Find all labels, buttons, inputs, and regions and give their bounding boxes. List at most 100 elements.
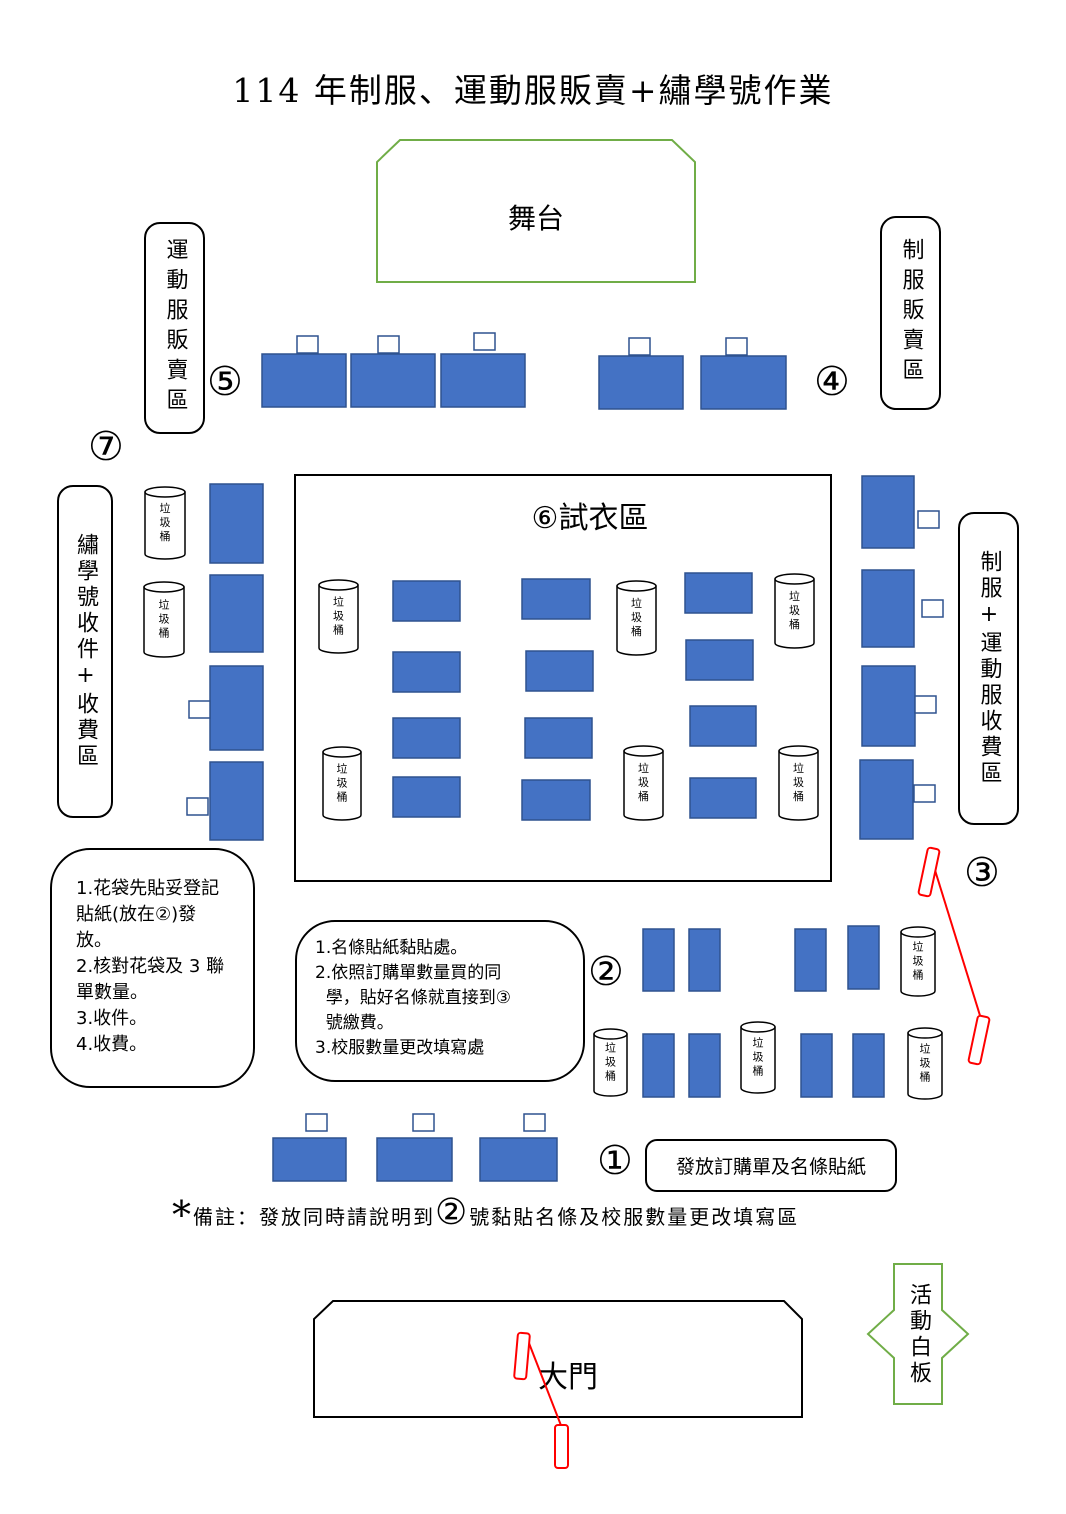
table (800, 1033, 833, 1098)
zone7-label: 繡學號收件+收費區 (73, 533, 98, 770)
table (392, 776, 461, 818)
trash-bin-lid (318, 579, 359, 591)
table (525, 650, 594, 692)
zone4-marker: ④ (814, 359, 850, 405)
zone5-label-box: 運動服販賣區 (144, 222, 205, 434)
trash-bin-label: 垃 (753, 1036, 764, 1050)
note-line: 1.名條貼紙黏貼處。 (315, 938, 468, 958)
table (521, 779, 591, 821)
trash-bin-label: 圾 (160, 516, 171, 529)
trash-bin-label: 桶 (638, 789, 649, 803)
chair (296, 335, 319, 354)
note-line: 1.花袋先貼妥登記 (76, 878, 220, 899)
trash-bin-icon: 垃圾桶 (623, 745, 664, 821)
zone2-marker: ② (588, 949, 624, 995)
trash-bin-body (774, 579, 815, 649)
table (272, 1137, 347, 1182)
table (524, 717, 593, 759)
table (209, 574, 264, 653)
trash-bin-lid (740, 1021, 776, 1033)
trash-bin-label: 圾 (337, 777, 348, 790)
trash-bin-lid (143, 581, 185, 593)
trash-bin-lid (593, 1028, 628, 1040)
fitting-room-area (294, 474, 832, 882)
trash-bin-label: 垃 (160, 501, 171, 515)
trash-bin-body (778, 751, 819, 821)
trash-bin-body (907, 1033, 943, 1100)
trash-bin-label: 垃 (159, 598, 170, 612)
trash-bin-label: 圾 (631, 611, 642, 624)
trash-bin-icon: 垃圾桶 (774, 573, 815, 649)
note-line: 2.核對花袋及 3 聯 (76, 956, 225, 977)
trash-bin-icon: 垃圾桶 (740, 1021, 776, 1094)
table (642, 928, 675, 992)
chair (186, 797, 209, 816)
trash-bin-label: 桶 (753, 1064, 764, 1078)
note-line: 放。 (76, 930, 112, 951)
table (392, 651, 461, 693)
trash-bin-label: 垃 (793, 761, 804, 775)
zone5-marker: ⑤ (207, 359, 243, 405)
trash-bin-body (593, 1034, 628, 1097)
trash-bin-label: 圾 (333, 610, 344, 623)
note-line: 3.校服數量更改填寫處 (315, 1038, 485, 1058)
trash-bin-label: 桶 (160, 529, 171, 543)
table (350, 353, 436, 408)
zone1-label-box: 發放訂購單及名條貼紙 (645, 1139, 897, 1192)
trash-bin-label: 垃 (605, 1041, 616, 1055)
stage-shape (376, 139, 696, 283)
table (521, 578, 591, 620)
chair (913, 784, 936, 803)
table (392, 580, 461, 622)
chair (523, 1113, 546, 1132)
trash-bin-lid (778, 745, 819, 757)
whiteboard-label: 活動白板 (906, 1283, 931, 1387)
trash-bin-label: 桶 (913, 968, 924, 982)
trash-bin-body (143, 587, 185, 658)
table (794, 928, 827, 992)
trash-bin-icon: 垃圾桶 (144, 486, 186, 560)
trash-bin-label: 垃 (913, 940, 924, 954)
zone4-label: 制服販賣區 (898, 238, 924, 388)
chair (725, 337, 748, 356)
trash-bin-icon: 垃圾桶 (143, 581, 185, 658)
trash-bin-label: 桶 (920, 1070, 931, 1084)
remark-prefix: 備註：發放同時請說明到 (193, 1205, 435, 1229)
remark-marker: ② (435, 1192, 470, 1233)
trash-bin-icon: 垃圾桶 (778, 745, 819, 821)
zone7-marker: ⑦ (88, 424, 124, 470)
note-line: 3.收件。 (76, 1008, 148, 1029)
gate-label: 大門 (538, 1360, 598, 1395)
trash-bin-label: 圾 (793, 776, 804, 789)
trash-bin-label: 垃 (789, 589, 800, 603)
stanchion-post (513, 1331, 531, 1381)
trash-bin-lid (907, 1027, 943, 1039)
trash-bin-label: 圾 (789, 604, 800, 617)
table (209, 665, 264, 751)
stanchion-post (554, 1424, 569, 1469)
trash-bin-label: 桶 (605, 1069, 616, 1083)
remark-star: * (172, 1193, 193, 1237)
table (642, 1033, 675, 1098)
trash-bin-label: 圾 (605, 1056, 616, 1069)
trash-bin-body (623, 751, 664, 821)
trash-bin-icon: 垃圾桶 (318, 579, 359, 654)
trash-bin-label: 圾 (753, 1051, 764, 1064)
table (261, 353, 347, 408)
trash-bin-label: 桶 (631, 624, 642, 638)
zone7-label-box: 繡學號收件+收費區 (57, 485, 113, 818)
table (684, 572, 753, 614)
trash-bin-label: 圾 (913, 955, 924, 968)
note-line: 單數量。 (76, 982, 148, 1003)
stanchion-post (917, 846, 941, 898)
zone1-label: 發放訂購單及名條貼紙 (675, 1156, 866, 1178)
trash-bin-label: 垃 (333, 595, 344, 609)
table (685, 639, 754, 681)
whiteboard-label-box: 活動白板 (896, 1268, 940, 1402)
table (859, 759, 914, 840)
stanchion-post (967, 1014, 991, 1066)
zone4-label-box: 制服販賣區 (880, 216, 941, 410)
trash-bin-label: 桶 (789, 617, 800, 631)
chair (188, 700, 211, 719)
